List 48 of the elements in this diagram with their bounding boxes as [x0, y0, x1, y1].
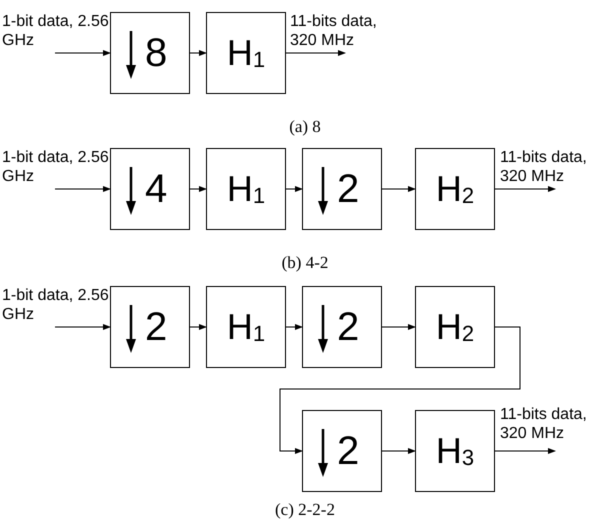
edge-label: 11-bits data, 320 MHz	[290, 12, 378, 50]
filter-label: H$_{1}$	[226, 167, 266, 211]
filter-box	[206, 286, 286, 368]
decimation-factor: 2	[337, 305, 360, 349]
filter-label: H$_{2}$	[434, 167, 476, 211]
decimation-factor: 2	[337, 429, 360, 473]
filter-box	[415, 410, 495, 492]
filter-box	[206, 12, 286, 94]
edge-label: 1-bit data, 2.56 GHz	[2, 286, 110, 324]
decimation-factor: 8	[145, 31, 168, 75]
filter-label: H$_{2}$	[434, 305, 476, 349]
caption: (a) 8	[288, 117, 322, 137]
arrow	[382, 448, 416, 454]
arrow	[54, 186, 111, 192]
arrow	[494, 448, 556, 454]
arrow	[286, 324, 303, 330]
arrow	[54, 324, 111, 330]
filter-label: H$_{1}$	[226, 31, 266, 75]
filter-box	[415, 286, 495, 368]
filter-label: H$_{1}$	[226, 305, 266, 349]
edge-label: 1-bit data, 2.56 GHz	[2, 12, 110, 50]
decimator-box	[302, 286, 382, 368]
arrow	[382, 186, 416, 192]
decimator-box	[302, 410, 382, 492]
edge-label: 11-bits data, 320 MHz	[500, 148, 588, 186]
caption: (b) 4-2	[280, 253, 330, 273]
edge-label: 11-bits data, 320 MHz	[500, 405, 588, 443]
filter-box	[206, 148, 286, 230]
arrow	[190, 50, 207, 56]
arrow	[54, 50, 111, 56]
filter-label: H$_{3}$	[434, 429, 476, 473]
decimation-factor: 4	[145, 167, 168, 211]
arrow	[190, 324, 207, 330]
arrow	[494, 186, 556, 192]
arrow	[286, 50, 346, 56]
filter-box	[415, 148, 495, 230]
decimation-factor: 2	[337, 167, 360, 211]
decimation-factor: 2	[145, 305, 168, 349]
arrow	[382, 324, 416, 330]
decimator-box	[110, 148, 190, 230]
arrow	[280, 326, 520, 454]
decimator-box	[110, 12, 190, 94]
arrow	[286, 186, 303, 192]
caption: (c) 2-2-2	[274, 500, 336, 520]
edge-label: 1-bit data, 2.56 GHz	[2, 148, 110, 186]
decimator-box	[302, 148, 382, 230]
decimator-box	[110, 286, 190, 368]
arrow	[190, 186, 207, 192]
